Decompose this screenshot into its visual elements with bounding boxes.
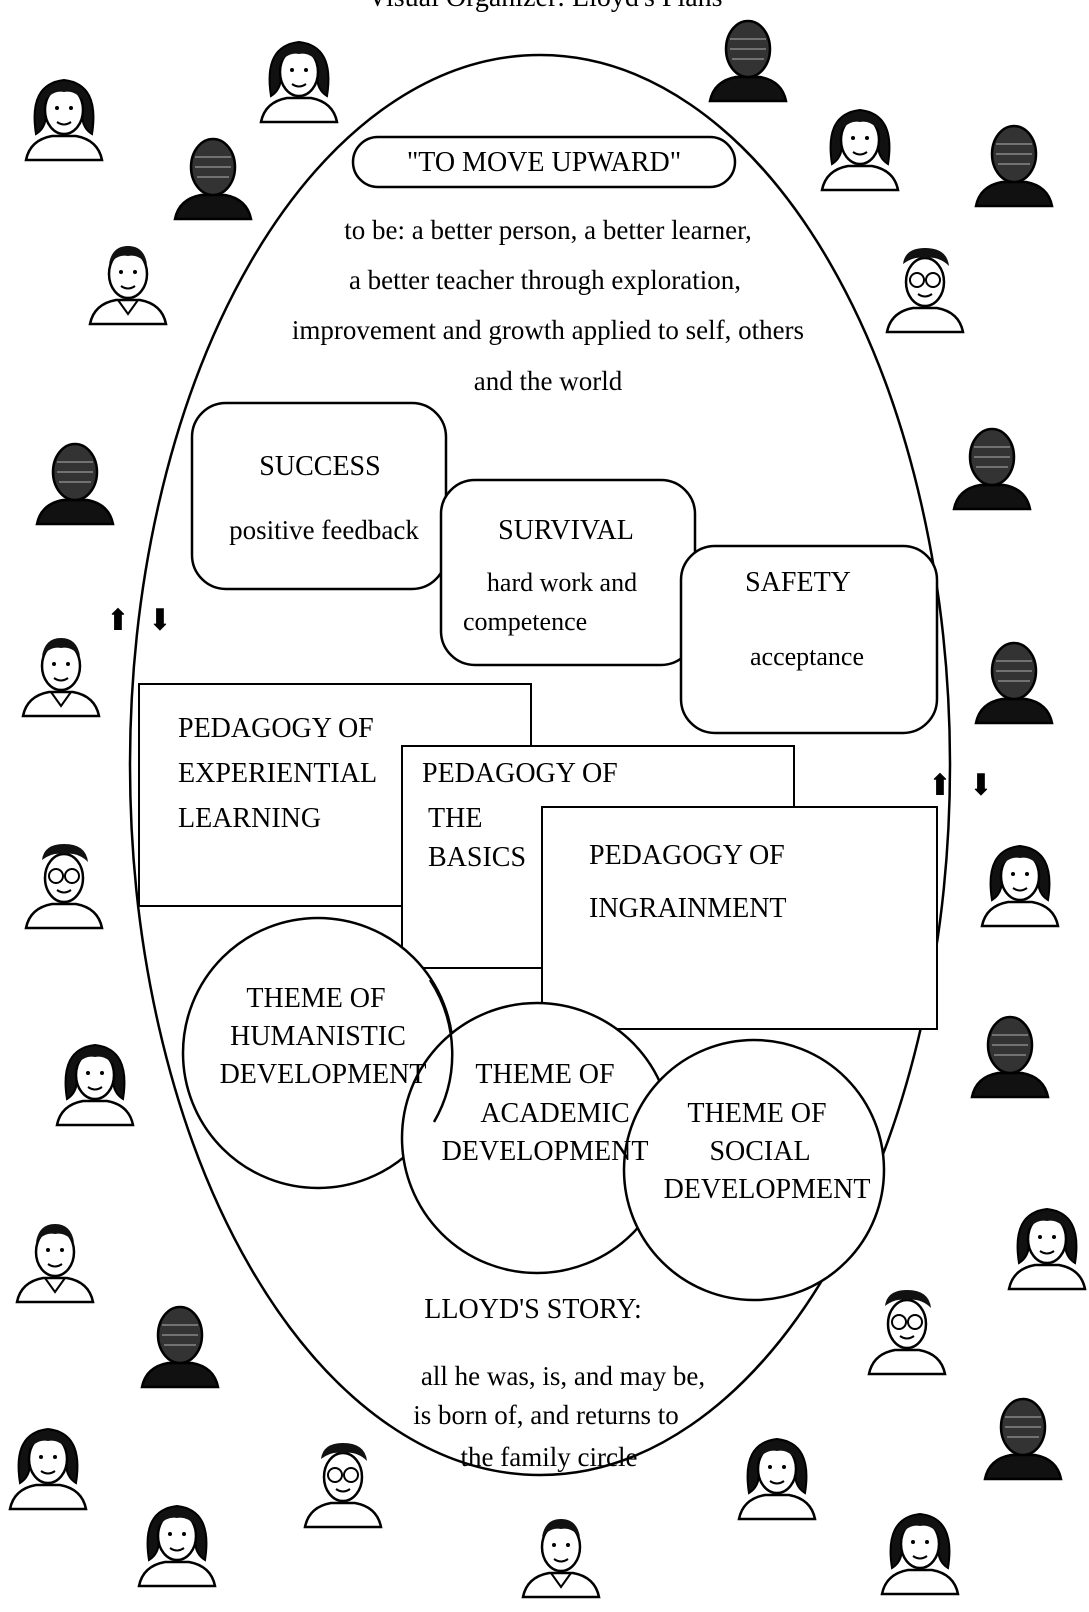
theme-label: HUMANISTIC xyxy=(230,1021,406,1052)
person-portrait-icon xyxy=(820,108,900,192)
intro-line: and the world xyxy=(474,366,623,396)
pedagogy-label: PEDAGOGY OF xyxy=(422,758,618,789)
story-line: all he was, is, and may be, xyxy=(421,1361,705,1391)
person-portrait-icon xyxy=(140,1305,220,1389)
top-pill-label: "TO MOVE UPWARD" xyxy=(407,147,681,178)
person-portrait-icon xyxy=(974,124,1054,208)
story-block: LLOYD'S STORY: all he was, is, and may b… xyxy=(413,1294,705,1472)
intro-line: improvement and growth applied to self, … xyxy=(292,315,804,345)
person-portrait-icon xyxy=(303,1443,383,1529)
pedagogy-label: PEDAGOGY OF xyxy=(589,840,785,871)
person-portrait-icon xyxy=(1007,1207,1087,1291)
person-portrait-icon xyxy=(867,1290,947,1376)
need-title: SURVIVAL xyxy=(498,515,634,546)
intro-line: a better teacher through exploration, xyxy=(349,265,741,295)
person-portrait-icon xyxy=(173,137,253,221)
pedagogy-label: PEDAGOGY OF xyxy=(178,713,374,744)
person-portrait-icon xyxy=(974,641,1054,725)
person-portrait-icon xyxy=(137,1504,217,1588)
person-portrait-icon xyxy=(15,1224,95,1304)
updown-arrows-left: ⬆ ⬇ xyxy=(105,604,172,637)
pedagogy-label: INGRAINMENT xyxy=(589,893,787,924)
up-arrow-icon: ⬆ xyxy=(927,769,952,802)
theme-circle-humanistic-edge xyxy=(428,979,454,1123)
person-portrait-icon xyxy=(88,246,168,326)
person-portrait-icon xyxy=(885,248,965,334)
pedagogy-label: LEARNING xyxy=(178,803,321,834)
story-title: LLOYD'S STORY: xyxy=(424,1294,641,1325)
theme-label: THEME OF xyxy=(687,1098,826,1129)
person-portrait-icon xyxy=(8,1427,88,1511)
person-portrait-icon xyxy=(708,19,788,103)
person-portrait-icon xyxy=(24,78,104,162)
need-desc: acceptance xyxy=(750,642,864,671)
theme-circles: THEME OF HUMANISTIC DEVELOPMENT THEME OF… xyxy=(181,916,886,1302)
person-portrait-icon xyxy=(35,442,115,526)
theme-label: THEME OF xyxy=(246,983,385,1014)
outer-ellipse xyxy=(128,53,952,1477)
person-portrait-icon xyxy=(970,1015,1050,1099)
top-pill-frame xyxy=(351,135,737,189)
up-arrow-icon: ⬆ xyxy=(105,604,130,637)
person-portrait-icon xyxy=(880,1512,960,1596)
theme-label: THEME OF xyxy=(475,1059,614,1090)
people-ring xyxy=(8,19,1087,1599)
down-arrow-icon: ⬇ xyxy=(968,769,993,802)
theme-label: DEVELOPMENT xyxy=(220,1059,427,1090)
down-arrow-icon: ⬇ xyxy=(147,604,172,637)
theme-circle-social xyxy=(622,1038,886,1302)
pedagogy-box-ingrainment xyxy=(541,806,938,1030)
needs-boxes: SUCCESS positive feedback SURVIVAL hard … xyxy=(190,401,939,735)
story-line: is born of, and returns to xyxy=(413,1400,678,1430)
story-line: the family circle xyxy=(461,1442,638,1472)
theme-label: ACADEMIC xyxy=(480,1098,629,1129)
pedagogy-label: BASICS xyxy=(428,842,526,873)
person-portrait-icon xyxy=(980,844,1060,928)
pedagogy-boxes: PEDAGOGY OF EXPERIENTIAL LEARNING PEDAGO… xyxy=(138,683,938,1030)
intro-line: to be: a better person, a better learner… xyxy=(344,215,751,245)
person-portrait-icon xyxy=(24,844,104,930)
need-box-safety xyxy=(679,544,939,735)
intro-text: to be: a better person, a better learner… xyxy=(292,215,804,396)
page-title: Visual Organizer: Lloyd's Plans xyxy=(367,0,722,13)
person-portrait-icon xyxy=(737,1437,817,1521)
theme-label: SOCIAL xyxy=(709,1136,810,1167)
need-desc: positive feedback xyxy=(229,515,419,545)
pedagogy-label: THE xyxy=(428,803,482,834)
person-portrait-icon xyxy=(983,1397,1063,1481)
person-portrait-icon xyxy=(521,1519,601,1599)
need-desc: competence xyxy=(463,607,587,636)
need-title: SUCCESS xyxy=(259,451,380,482)
need-desc: hard work and xyxy=(487,568,637,597)
updown-arrows-right: ⬆ ⬇ xyxy=(927,769,993,802)
theme-label: DEVELOPMENT xyxy=(442,1136,649,1167)
need-box-success xyxy=(190,401,448,591)
need-title: SAFETY xyxy=(745,567,851,598)
person-portrait-icon xyxy=(21,638,101,718)
theme-label: DEVELOPMENT xyxy=(664,1174,871,1205)
pedagogy-label: EXPERIENTIAL xyxy=(178,758,377,789)
person-portrait-icon xyxy=(55,1043,135,1127)
person-portrait-icon xyxy=(952,427,1032,511)
person-portrait-icon xyxy=(259,40,339,124)
